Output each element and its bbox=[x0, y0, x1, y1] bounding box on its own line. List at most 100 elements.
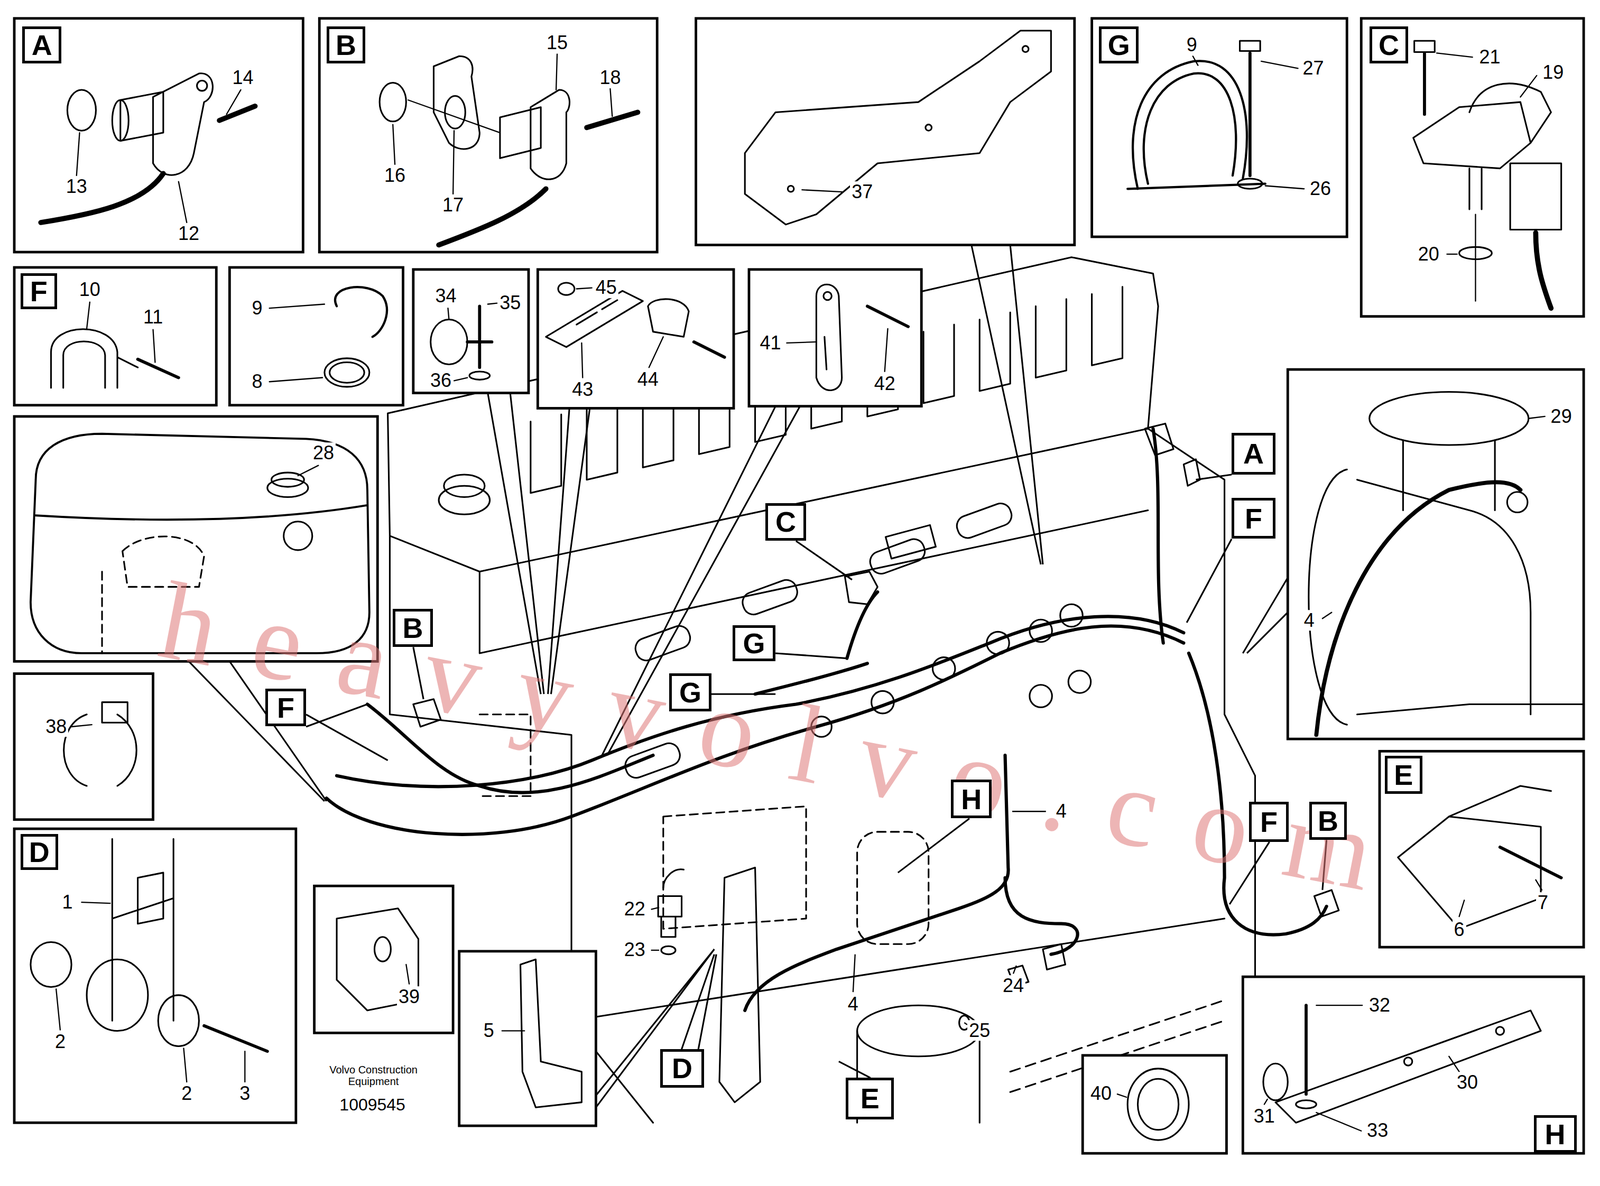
inset-panel bbox=[14, 828, 297, 1123]
ring bbox=[1137, 1078, 1179, 1131]
callout-letter-box: F bbox=[265, 688, 307, 727]
leader-line bbox=[298, 465, 319, 476]
callout-number: 31 bbox=[1252, 1105, 1277, 1127]
tank-cap bbox=[267, 478, 309, 498]
inset-wedge bbox=[971, 244, 1043, 564]
inset-panel bbox=[1361, 18, 1584, 317]
leader-line bbox=[1459, 880, 1542, 918]
callout-number: 26 bbox=[1308, 178, 1333, 200]
inset-panel bbox=[696, 18, 1075, 246]
callout-number: 5 bbox=[482, 1020, 496, 1042]
inset-wedge bbox=[1242, 577, 1288, 654]
callout-number: 36 bbox=[428, 370, 453, 392]
leader-line bbox=[76, 89, 242, 223]
bolt bbox=[1304, 1005, 1308, 1095]
plate bbox=[112, 838, 174, 1021]
rubber-mount bbox=[158, 995, 199, 1047]
callout-number: 40 bbox=[1088, 1083, 1114, 1105]
cable bbox=[1316, 482, 1521, 735]
callout-letter: G bbox=[1107, 30, 1131, 60]
filter-housing bbox=[857, 1030, 980, 1123]
cable bbox=[438, 188, 547, 245]
callout-number: 14 bbox=[230, 67, 255, 89]
callout-number: 43 bbox=[570, 379, 595, 401]
callout-letter-box: F bbox=[20, 273, 58, 310]
nut bbox=[469, 371, 490, 380]
callout-number: 38 bbox=[43, 716, 69, 738]
callout-letter-box: B bbox=[326, 26, 366, 63]
callout-number: 1 bbox=[60, 891, 75, 913]
callout-number: 32 bbox=[1367, 994, 1392, 1016]
hole bbox=[787, 185, 794, 192]
callout-letter-box: G bbox=[732, 625, 776, 662]
callout-letter: B bbox=[335, 30, 357, 60]
inset-panels bbox=[14, 18, 1584, 1154]
sensor bbox=[500, 89, 570, 180]
bolt bbox=[1248, 52, 1252, 176]
hole bbox=[823, 291, 832, 300]
callout-number: 10 bbox=[77, 279, 103, 301]
sensor-22 bbox=[658, 869, 684, 938]
clip bbox=[648, 299, 689, 337]
callout-letter-box: E bbox=[845, 1077, 894, 1120]
cable bbox=[1535, 232, 1551, 309]
callout-number: 22 bbox=[622, 898, 647, 920]
callout-letter-box: A bbox=[1231, 432, 1276, 475]
bolt bbox=[1500, 847, 1562, 878]
sensor bbox=[112, 99, 129, 141]
callout-letter-box: F bbox=[1249, 801, 1289, 842]
inset-panel bbox=[1242, 976, 1584, 1154]
callout-number: 11 bbox=[141, 307, 165, 329]
air-filter bbox=[1308, 440, 1584, 725]
washer-23 bbox=[661, 946, 676, 955]
callout-number: 35 bbox=[497, 292, 523, 314]
bolt bbox=[1422, 52, 1427, 115]
callout-letter-box: C bbox=[1369, 26, 1409, 63]
hole bbox=[1022, 45, 1029, 53]
rubber-mount bbox=[30, 941, 72, 987]
callout-number: 17 bbox=[440, 194, 466, 216]
inset-panel bbox=[14, 673, 154, 820]
washer bbox=[1237, 178, 1263, 189]
gasket bbox=[433, 56, 480, 150]
sensor-c bbox=[844, 571, 878, 605]
callout-letter: A bbox=[1243, 439, 1264, 468]
inset-panel bbox=[413, 269, 529, 394]
leader-line bbox=[786, 328, 888, 372]
callout-letter: B bbox=[402, 613, 423, 643]
leader-line bbox=[56, 902, 245, 1082]
callout-number: 4 bbox=[846, 993, 860, 1015]
leader-line bbox=[71, 724, 92, 727]
washer bbox=[558, 282, 575, 295]
leader-line bbox=[1436, 52, 1537, 301]
callout-number: 41 bbox=[757, 332, 783, 354]
callout-number: 8 bbox=[250, 371, 264, 393]
inset-panel bbox=[14, 267, 217, 406]
callout-letter-box: G bbox=[669, 673, 711, 711]
callout-letter: E bbox=[860, 1084, 880, 1113]
injector bbox=[954, 500, 1015, 541]
callout-number: 7 bbox=[1536, 892, 1550, 914]
callout-number: 42 bbox=[872, 373, 897, 395]
inset-panel bbox=[314, 885, 454, 1033]
bolt bbox=[219, 106, 256, 121]
callout-number: 30 bbox=[1455, 1071, 1480, 1094]
publisher-note: Volvo Construction Equipment bbox=[313, 1064, 434, 1088]
inset-panel bbox=[748, 269, 922, 407]
callout-number: 20 bbox=[1416, 243, 1441, 265]
callout-number: 15 bbox=[544, 32, 570, 54]
o-ring bbox=[379, 82, 406, 122]
bolt-head bbox=[1240, 40, 1261, 51]
callout-number: 2 bbox=[53, 1031, 68, 1053]
callout-letter-box: A bbox=[22, 26, 61, 63]
callout-number: 19 bbox=[1540, 61, 1566, 83]
inset-panel bbox=[1082, 1055, 1227, 1154]
sensor-a bbox=[1144, 423, 1200, 486]
bolt bbox=[204, 1025, 268, 1052]
callout-number: 44 bbox=[635, 368, 661, 391]
callout-number: 24 bbox=[1001, 975, 1026, 997]
leader-line bbox=[447, 303, 497, 382]
watermark: heavyvolvo.com bbox=[151, 558, 1421, 921]
callout-letter: A bbox=[31, 30, 53, 60]
